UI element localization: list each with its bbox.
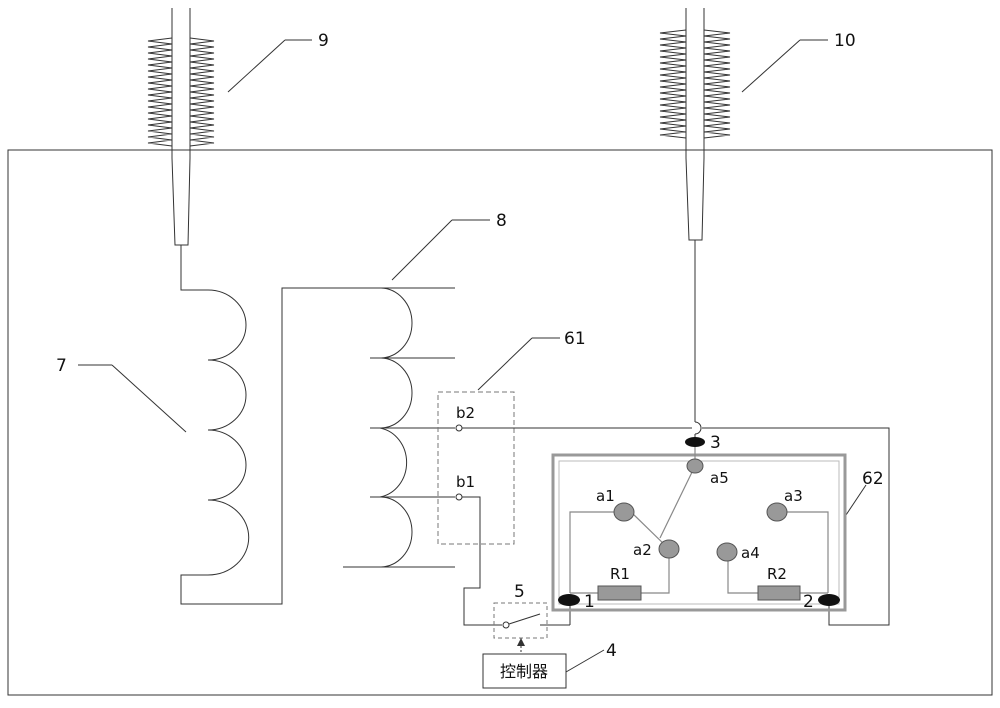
tank-outline: [7, 149, 993, 696]
leader-lines: [78, 39, 867, 673]
lead-to-terminal-3: [694, 240, 702, 442]
controller-label: 控制器: [500, 662, 548, 681]
resistor-r1: [597, 585, 642, 601]
contact-a4: [716, 542, 738, 562]
label-a1: a1: [596, 487, 615, 505]
contact-b2-dot: [455, 424, 463, 432]
label-a5: a5: [710, 469, 729, 487]
label-7: 7: [56, 356, 67, 376]
tap-winding: [343, 287, 455, 568]
diverter-inner: [558, 460, 840, 605]
terminal-3-dot: [685, 437, 705, 447]
bushing-left: [147, 8, 215, 246]
bushing-left-fins-left: [147, 37, 173, 147]
label-b1: b1: [456, 473, 475, 491]
contact-a3: [766, 502, 788, 522]
terminal-1-dot: [558, 594, 580, 606]
label-terminal-3: 3: [710, 433, 721, 453]
label-9: 9: [318, 31, 329, 51]
bushing-right-fins-right: [703, 29, 731, 139]
primary-winding: [180, 245, 380, 605]
label-a3: a3: [784, 487, 803, 505]
label-62: 62: [862, 469, 884, 489]
contact-a2: [658, 539, 680, 559]
controller-box: [482, 653, 567, 689]
selector-wires: [459, 427, 890, 626]
switch-5: [493, 602, 571, 654]
bushing-right-fins-left: [659, 29, 687, 139]
label-5: 5: [514, 582, 525, 602]
label-r2: R2: [767, 565, 787, 583]
contact-a5: [686, 458, 704, 474]
diverter-switch: [551, 437, 847, 612]
label-61: 61: [564, 329, 586, 349]
label-terminal-1: 1: [584, 592, 595, 612]
terminal-2-dot: [818, 594, 840, 606]
label-4: 4: [606, 641, 617, 661]
label-b2: b2: [456, 404, 475, 422]
diverter-outer: [551, 453, 847, 612]
resistor-r2: [757, 585, 801, 601]
tap-selector-box: [437, 391, 515, 545]
label-a4: a4: [741, 544, 760, 562]
contact-a1: [613, 502, 635, 522]
contact-b1-dot: [455, 493, 463, 501]
label-r1: R1: [610, 565, 630, 583]
bushing-right: [659, 8, 731, 241]
label-8: 8: [496, 211, 507, 231]
bushing-left-fins-right: [189, 37, 215, 147]
label-a2: a2: [633, 541, 652, 559]
label-10: 10: [834, 31, 856, 51]
label-terminal-2: 2: [803, 592, 814, 612]
